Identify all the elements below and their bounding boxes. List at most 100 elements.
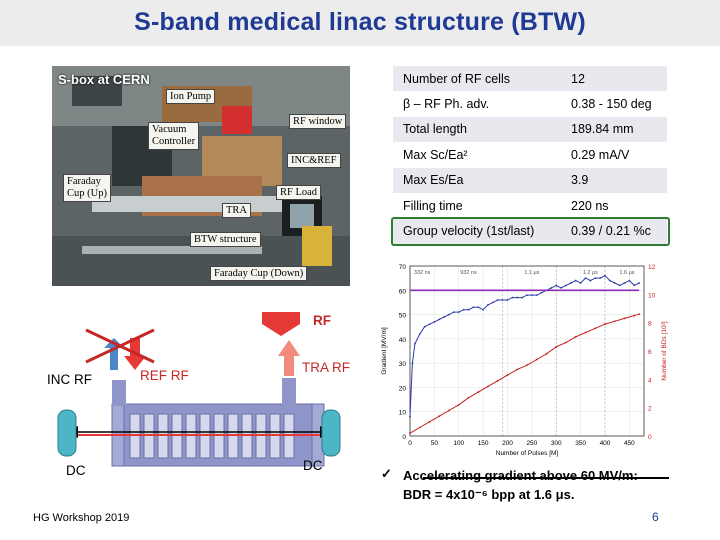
y2-tick-label: 10 (648, 292, 656, 299)
x-tick-label: 200 (502, 440, 513, 447)
title-bar (0, 0, 720, 46)
series-point-0 (423, 325, 426, 328)
photo-label: S-box at CERN (58, 72, 150, 87)
series-point-1 (545, 352, 548, 355)
callout-rf-load: RF Load (276, 185, 322, 200)
x-tick-label: 250 (526, 440, 537, 447)
pulse-length-label: 1.6 μs (619, 270, 634, 276)
callout-inc-ref: INC&REF (287, 153, 341, 168)
series-point-1 (565, 341, 567, 344)
param-value: 0.29 mA/V (561, 142, 667, 168)
strikethrough-line (423, 477, 669, 479)
series-point-0 (487, 303, 489, 306)
series-point-0 (594, 277, 597, 280)
y-tick-label: 10 (399, 410, 407, 417)
series-point-1 (467, 396, 470, 399)
series-point-0 (409, 415, 411, 418)
series-point-1 (487, 385, 489, 388)
structure-schematic (57, 312, 341, 467)
series-point-1 (477, 391, 480, 393)
x-tick-label: 450 (624, 440, 635, 447)
series-point-0 (540, 291, 543, 294)
x-tick-label: 300 (551, 440, 562, 447)
series-point-1 (418, 426, 421, 429)
series-point-0 (418, 333, 421, 335)
faraday-cup-left (57, 409, 77, 457)
series-point-0 (411, 362, 414, 365)
series-point-1 (623, 317, 626, 320)
series-point-0 (638, 282, 641, 284)
param-value: 3.9 (561, 167, 667, 193)
cross-line-2 (85, 328, 155, 364)
y-tick-label: 70 (399, 264, 407, 271)
tra-rf-label: TRA RF (302, 360, 351, 375)
series-point-0 (574, 279, 577, 282)
series-point-0 (462, 308, 465, 311)
series-point-1 (409, 432, 411, 435)
param-name: Group velocity (1st/last) (393, 218, 561, 244)
series-point-0 (604, 274, 606, 277)
param-value: 0.38 - 150 deg (561, 91, 667, 117)
series-point-0 (448, 313, 450, 316)
series-point-0 (472, 306, 475, 309)
x-tick-label: 50 (431, 440, 439, 447)
series-point-0 (516, 296, 519, 299)
pulse-length-label: 1.2 μs (583, 270, 598, 276)
x-axis-label: Number of Pulses [M] (496, 450, 559, 457)
series-point-0 (623, 282, 626, 284)
inc-rf-label: INC RF (47, 372, 92, 387)
series-point-0 (501, 299, 504, 301)
series-point-0 (628, 279, 631, 282)
x-tick-label: 100 (453, 440, 464, 447)
series-point-0 (496, 299, 499, 301)
series-point-1 (613, 320, 616, 323)
series-point-0 (618, 284, 621, 287)
callout-ion-pump: Ion Pump (166, 89, 216, 104)
series-point-1 (594, 327, 597, 330)
callout-tra: TRA (222, 203, 251, 218)
series-point-0 (506, 299, 509, 301)
pulse-length-label: 332 ns (414, 270, 431, 276)
rf-label: RF (313, 313, 331, 328)
series-point-0 (579, 282, 582, 284)
y-tick-label: 30 (399, 361, 407, 368)
callout-vacuum-2: Controller (152, 136, 196, 147)
param-value: 0.39 / 0.21 %c (561, 218, 667, 244)
series-point-1 (584, 331, 587, 334)
y2-tick-label: 12 (648, 264, 656, 271)
y-tick-label: 60 (399, 288, 407, 295)
series-point-0 (584, 277, 587, 280)
series-point-1 (604, 323, 606, 325)
series-point-0 (433, 320, 436, 323)
callout-vacuum-1: Vacuum (152, 124, 187, 135)
callout-faraday-up-1: Faraday (67, 176, 101, 187)
series-point-0 (526, 294, 528, 297)
rf-arrow-icon (262, 312, 300, 336)
param-name: β – RF Ph. adv. (393, 91, 561, 117)
param-value: 220 ns (561, 192, 667, 219)
series-point-0 (452, 311, 455, 314)
callout-btw-structure: BTW structure (190, 232, 261, 247)
series-point-1 (526, 364, 528, 367)
series-point-1 (428, 420, 431, 423)
callout-faraday-up-2: Cup (Up) (67, 188, 107, 199)
x-tick-label: 350 (575, 440, 586, 447)
series-point-0 (467, 308, 470, 311)
plot-frame (409, 265, 645, 437)
lab-photo (52, 66, 350, 286)
x-tick-label: 0 (408, 440, 412, 447)
y-tick-label: 50 (399, 313, 407, 320)
callout-faraday-up: Faraday Cup (Up) (63, 174, 111, 202)
y2-tick-label: 0 (648, 434, 652, 441)
series-point-1 (496, 379, 499, 382)
callout-rf-window: RF window (289, 114, 347, 129)
y-axis-label: Gradient [MV/m] (381, 327, 388, 375)
series-point-0 (569, 282, 572, 284)
y2-tick-label: 6 (648, 349, 652, 356)
slide-title: S-band medical linac structure (BTW) (134, 8, 586, 36)
footer-text: HG Workshop 2019 (33, 512, 130, 524)
